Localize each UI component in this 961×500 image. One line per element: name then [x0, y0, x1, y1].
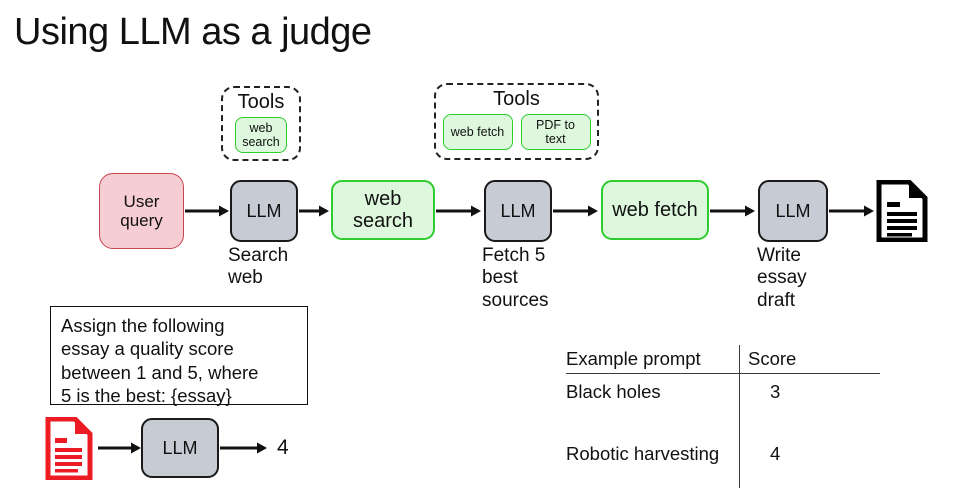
arrow-llm-search-to-web-search [299, 204, 330, 218]
table-header-divider [566, 373, 880, 375]
arrow-user-query-to-llm-search [185, 204, 230, 218]
judge-prompt-line-3: between 1 and 5, where [61, 361, 259, 383]
arrow-web-search-to-llm-fetch [436, 204, 482, 218]
tools-group-1-title: Tools [237, 91, 285, 113]
document-icon [876, 179, 928, 243]
node-judge-llm-label: LLM [162, 437, 198, 458]
table-row-2-prompt: Robotic harvesting [566, 443, 720, 464]
tools-group-1-chips: web search [235, 117, 287, 153]
node-web-fetch[interactable]: web fetch [601, 180, 709, 240]
node-web-search-label: web search [352, 187, 414, 232]
caption-llm-search: Search web [228, 245, 318, 290]
table-row-1-prompt: Black holes [566, 381, 661, 402]
tool-chip-web-search-label: web search [242, 120, 280, 149]
arrow-doc-to-judge-llm [98, 441, 142, 455]
tool-chip-pdf-to-text-label: PDF to text [536, 117, 575, 146]
tools-group-2-title: Tools [493, 88, 540, 110]
tool-chip-web-fetch[interactable]: web fetch [442, 114, 513, 150]
judge-output-score: 4 [277, 436, 289, 459]
caption-llm-write: Write essay draft [757, 245, 837, 312]
score-table: Example prompt Score Black holes 3 Robot… [566, 345, 886, 495]
tools-group-2-chips: web fetch PDF to text [442, 114, 591, 150]
caption-llm-search-text: Search web [228, 245, 289, 289]
arrow-llm-fetch-to-web-fetch [553, 204, 599, 218]
table-header-score: Score [748, 348, 797, 369]
caption-llm-fetch-text: Fetch 5 best sources [482, 245, 549, 311]
node-judge-llm[interactable]: LLM [141, 418, 219, 478]
node-llm-write[interactable]: LLM [758, 180, 828, 242]
node-llm-write-label: LLM [775, 200, 811, 221]
node-user-query-label: User query [120, 191, 163, 230]
caption-llm-write-text: Write essay draft [757, 245, 807, 311]
table-vertical-divider [739, 345, 741, 488]
caption-llm-fetch: Fetch 5 best sources [482, 245, 574, 312]
table-header-example-prompt: Example prompt [566, 348, 701, 369]
tools-group-2: Tools web fetch PDF to text [434, 83, 599, 160]
node-llm-fetch[interactable]: LLM [484, 180, 552, 242]
page-title: Using LLM as a judge [14, 11, 372, 53]
judge-prompt-line-1: Assign the following [61, 315, 225, 336]
tools-group-1: Tools web search [221, 86, 301, 161]
node-user-query[interactable]: User query [99, 173, 184, 249]
judge-prompt-line-4: 5 is the best: {essay} [61, 384, 232, 406]
arrow-judge-llm-to-score [220, 441, 268, 455]
tool-chip-pdf-to-text[interactable]: PDF to text [520, 114, 591, 150]
node-llm-search-label: LLM [246, 200, 282, 221]
red-document-icon [45, 416, 93, 481]
table-row-2-score: 4 [770, 443, 781, 464]
node-llm-fetch-label: LLM [500, 200, 536, 221]
footer-text-clipped [826, 494, 956, 500]
tool-chip-web-search[interactable]: web search [235, 117, 287, 153]
footer-logo-clipped [32, 494, 292, 500]
node-web-search[interactable]: web search [331, 180, 435, 240]
judge-prompt-line-2: essay a quality score [61, 338, 234, 360]
arrow-llm-write-to-essay-doc [829, 204, 875, 218]
arrow-web-fetch-to-llm-write [710, 204, 756, 218]
node-web-fetch-label: web fetch [612, 198, 698, 221]
node-llm-search[interactable]: LLM [230, 180, 298, 242]
judge-prompt-box: Assign the following essay a quality sco… [50, 306, 308, 406]
table-row-1-score: 3 [770, 381, 781, 402]
tool-chip-web-fetch-label: web fetch [450, 124, 505, 139]
